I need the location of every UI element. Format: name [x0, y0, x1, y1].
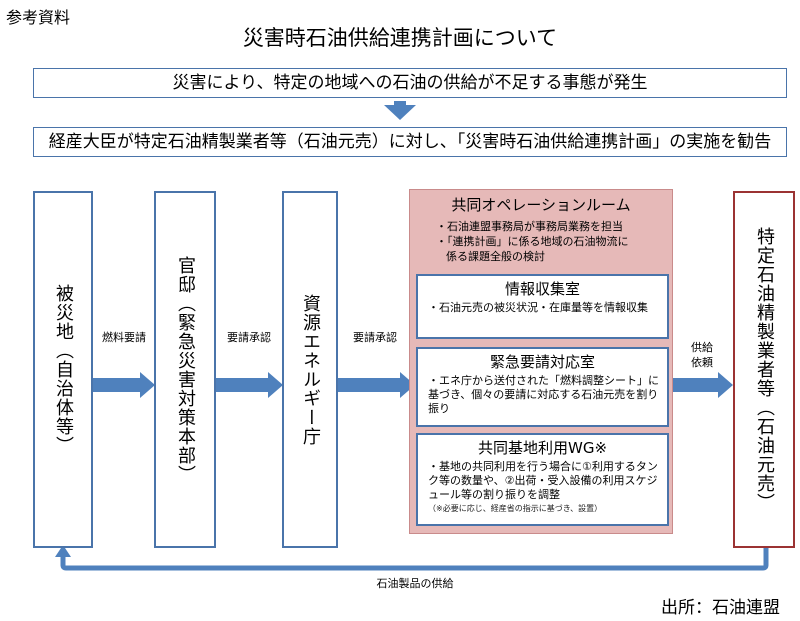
edge-label-supply-request-2: 依頼: [691, 356, 713, 369]
supply-return-line: [60, 548, 769, 571]
page-title: 災害時石油供給連携計画について: [242, 26, 558, 50]
joint-operations-description: ・石油連盟事務局が事務局業務を担当 ・「連携計画」に係る地域の石油物流に 係る課…: [410, 215, 672, 264]
room-joint-base-wg-desc: ・基地の共同利用を行う場合に①利用するタンク等の数量や、②出荷・受入設備の利用ス…: [428, 460, 658, 501]
edge-label-fuel-request: 燃料要請: [102, 331, 146, 344]
joint-operations-title: 共同オペレーションルーム: [451, 196, 631, 214]
edge-label-supply-request-1: 供給: [691, 341, 713, 354]
down-arrow: [384, 101, 416, 120]
edge-label-request-approval-1: 要請承認: [227, 331, 271, 344]
edge-label-product-supply: 石油製品の供給: [376, 577, 454, 590]
node-supplier: 特定石油精製業者等（石油元売）: [733, 191, 795, 548]
node-official-residence-label: 官邸（緊急災害対策本部）: [175, 255, 196, 484]
node-energy-agency: 資源エネルギー庁: [282, 191, 338, 548]
node-energy-agency-label: 資源エネルギー庁: [300, 293, 321, 446]
reference-label: 参考資料: [6, 8, 71, 27]
room-joint-base-wg: 共同基地利用WG※ ・基地の共同利用を行う場合に①利用するタンク等の数量や、②出…: [416, 433, 669, 526]
joint-operations-bullet-1: ・石油連盟事務局が事務局業務を担当: [436, 220, 623, 233]
room-joint-base-wg-title: 共同基地利用WG※: [477, 439, 608, 457]
joint-operations-bullet-2-cont: 係る課題全般の検討: [446, 250, 545, 263]
arrow-residence-to-agency: [215, 372, 283, 398]
room-info-collection-title: 情報収集室: [504, 280, 580, 298]
banner-disaster-occurrence: 災害により、特定の地域への石油の供給が不足する事態が発生: [33, 68, 787, 98]
room-joint-base-wg-note: （※必要に応じ、経産省の指示に基づき、設置）: [428, 504, 603, 513]
arrow-agency-to-ops: [338, 372, 415, 398]
joint-operations-room: 共同オペレーションルーム ・石油連盟事務局が事務局業務を担当 ・「連携計画」に係…: [409, 189, 673, 534]
room-emergency-request: 緊急要請対応室 ・エネ庁から送付された「燃料調整シート」に基づき、個々の要請に対…: [416, 347, 669, 427]
room-emergency-request-desc: ・エネ庁から送付された「燃料調整シート」に基づき、個々の要請に対応する石油元売を…: [428, 374, 659, 415]
arrow-disaster-to-residence: [92, 372, 155, 398]
arrow-ops-to-supplier: [671, 372, 733, 398]
room-emergency-request-title: 緊急要請対応室: [489, 353, 595, 371]
node-disaster-area-label: 被災地（自治体等）: [53, 284, 74, 455]
edge-label-request-approval-2: 要請承認: [353, 331, 397, 344]
banner-minister-recommendation: 経産大臣が特定石油精製業者等（石油元売）に対し、「災害時石油供給連携計画」の実施…: [33, 127, 787, 157]
node-official-residence: 官邸（緊急災害対策本部）: [154, 191, 216, 548]
source-credit: 出所：石油連盟: [661, 598, 780, 618]
joint-operations-bullet-2: ・「連携計画」に係る地域の石油物流に: [436, 235, 629, 248]
supply-return-arrowhead: [55, 545, 71, 557]
node-supplier-label: 特定石油精製業者等（石油元売）: [754, 227, 775, 512]
node-disaster-area: 被災地（自治体等）: [33, 191, 93, 548]
room-info-collection: 情報収集室 ・石油元売の被災状況・在庫量等を情報収集: [416, 274, 669, 339]
room-info-collection-desc: ・石油元売の被災状況・在庫量等を情報収集: [428, 301, 648, 314]
